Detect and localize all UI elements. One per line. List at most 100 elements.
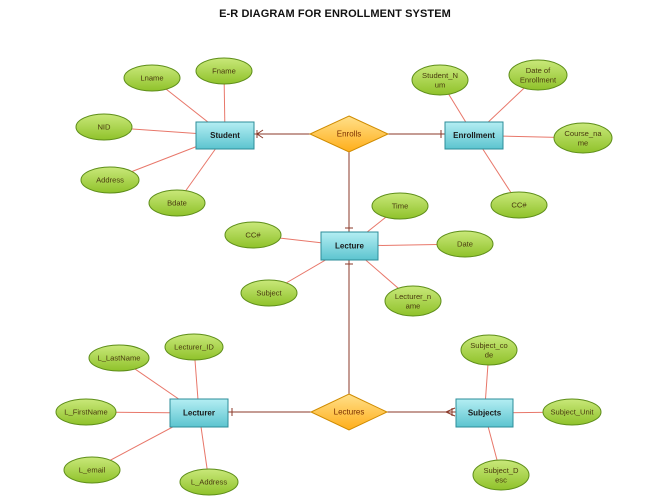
attribute-ellipse (123, 64, 181, 92)
attribute-fname: Fname (195, 57, 253, 85)
attribute-label-subject-code-line-1: Subject_co (470, 341, 508, 350)
attribute-ellipse (371, 192, 429, 220)
entity-label-lecturer: Lecturer (183, 409, 215, 418)
attribute-ellipse (164, 333, 224, 361)
relationship-lectures: Lectures (309, 393, 389, 431)
attribute-ellipse (80, 166, 140, 194)
attribute-bdate: Bdate (148, 189, 206, 217)
attribute-label-course-name-line-2: me (578, 138, 589, 147)
attribute-ellipse (55, 398, 117, 426)
attribute-enroll-cc: CC# (490, 191, 548, 219)
attribute-ellipse (224, 221, 282, 249)
attribute-label-lecturer-name-line-2: ame (406, 301, 421, 310)
attribute-lecture-cc: CC# (224, 221, 282, 249)
attribute-time: Time (371, 192, 429, 220)
attribute-label-lecturer-id: Lecturer_ID (174, 343, 214, 352)
attribute-ellipse (75, 113, 133, 141)
entity-box (169, 398, 229, 428)
diagram-title: E-R DIAGRAM FOR ENROLLMENT SYSTEM (219, 8, 451, 20)
attribute-ellipse (460, 334, 518, 366)
attribute-ellipse (490, 191, 548, 219)
attribute-label-student-num-line-1: Student_N (422, 71, 458, 80)
relationship-diamond (309, 393, 389, 431)
relationship-diamond (308, 115, 390, 153)
cardinality-mark (256, 133, 264, 139)
attribute-l-lastname: L_LastName (88, 344, 150, 372)
attribute-ellipse (88, 344, 150, 372)
attribute-label-time: Time (392, 202, 409, 211)
attribute-label-subject-desc-line-1: Subject_D (483, 466, 519, 475)
attribute-ellipse (148, 189, 206, 217)
attribute-label-l-email: L_email (79, 466, 106, 475)
attribute-nid: NID (75, 113, 133, 141)
attribute-ellipse (553, 122, 613, 154)
attribute-label-l-firstname: L_FirstName (64, 408, 107, 417)
entity-box (455, 398, 514, 428)
attribute-lname: Lname (123, 64, 181, 92)
attribute-lecturer-id: Lecturer_ID (164, 333, 224, 361)
cardinality-mark (445, 411, 456, 417)
attribute-ellipse (472, 459, 530, 491)
attribute-ellipse (542, 398, 602, 426)
entity-label-enrollment: Enrollment (453, 131, 495, 140)
attribute-ellipse (411, 64, 469, 96)
entity-lecturer: Lecturer (169, 398, 229, 428)
attribute-ellipse (508, 59, 568, 91)
attribute-label-bdate: Bdate (167, 199, 187, 208)
attribute-ellipse (384, 285, 442, 317)
attribute-label-fname: Fname (212, 67, 236, 76)
attribute-lecturer-name: Lecturer_name (384, 285, 442, 317)
attribute-label-enroll-cc: CC# (511, 201, 527, 210)
entity-enrollment: Enrollment (444, 121, 504, 150)
attribute-ellipse (195, 57, 253, 85)
attribute-label-l-lastname: L_LastName (97, 354, 140, 363)
attribute-l-address: L_Address (179, 468, 239, 496)
attribute-label-lecture-cc: CC# (245, 231, 261, 240)
attribute-label-lname: Lname (140, 74, 163, 83)
attribute-subject-unit: Subject_Unit (542, 398, 602, 426)
attribute-label-lecturer-name-line-1: Lecturer_n (395, 292, 431, 301)
attribute-course-name: Course_name (553, 122, 613, 154)
attribute-student-num: Student_Num (411, 64, 469, 96)
entity-lecture: Lecture (320, 231, 379, 261)
entity-box (320, 231, 379, 261)
attribute-label-subject: Subject (256, 289, 282, 298)
attribute-l-firstname: L_FirstName (55, 398, 117, 426)
attribute-label-course-name-line-1: Course_na (564, 129, 602, 138)
attribute-label-date-of-enrollment-line-1: Date of (526, 66, 551, 75)
entity-label-student: Student (210, 131, 240, 140)
attribute-label-subject-unit: Subject_Unit (550, 408, 594, 417)
cardinality-mark (256, 129, 264, 135)
attribute-label-subject-desc-line-2: esc (495, 475, 507, 484)
attribute-label-date: Date (457, 240, 473, 249)
attribute-label-date-of-enrollment-line-2: Enrollment (520, 75, 557, 84)
attribute-subject: Subject (240, 279, 298, 307)
attribute-ellipse (63, 456, 121, 484)
attribute-label-student-num-line-2: um (435, 80, 446, 89)
relationship-label-lectures: Lectures (334, 408, 365, 417)
attribute-ellipse (179, 468, 239, 496)
attribute-l-email: L_email (63, 456, 121, 484)
entity-box (195, 121, 255, 150)
relationship-enrolls: Enrolls (308, 115, 390, 153)
attribute-label-address: Address (96, 176, 124, 185)
attribute-ellipse (240, 279, 298, 307)
attribute-label-nid: NID (97, 123, 111, 132)
entity-label-subjects: Subjects (468, 409, 502, 418)
attribute-label-l-address: L_Address (191, 478, 228, 487)
attribute-ellipse (436, 230, 494, 258)
entity-label-lecture: Lecture (335, 242, 364, 251)
attribute-address: Address (80, 166, 140, 194)
attribute-label-subject-code-line-2: de (485, 350, 493, 359)
diagram-shapes: LnameFnameNIDAddressBdateStudent_NumDate… (55, 57, 613, 496)
cardinality-mark (445, 407, 456, 413)
attribute-date: Date (436, 230, 494, 258)
entity-student: Student (195, 121, 255, 150)
entity-box (444, 121, 504, 150)
relationship-label-enrolls: Enrolls (337, 130, 361, 139)
entity-subjects: Subjects (455, 398, 514, 428)
